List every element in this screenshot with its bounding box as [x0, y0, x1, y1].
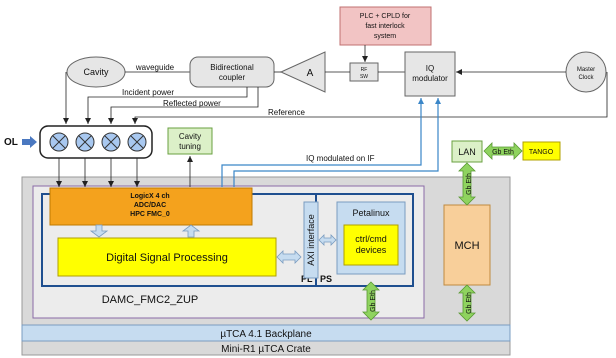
ps-label: PS: [320, 274, 332, 284]
lan: [451, 140, 483, 163]
logicx-line2: ADC/DAC: [134, 202, 166, 209]
incident-label: Incident power: [122, 88, 174, 97]
clock-line2: Clock: [578, 75, 594, 81]
lan-label: LAN: [458, 147, 476, 157]
tango-label: TANGO: [529, 149, 554, 156]
reference-line: [132, 72, 608, 124]
plc-line2: fast interlock: [365, 23, 405, 30]
dsp-axi-arrow: [276, 250, 302, 264]
mixer-group: [39, 125, 153, 159]
dsp-block: [57, 237, 277, 277]
tuning-line2: tuning: [179, 142, 201, 151]
bidirectional-coupler: [189, 56, 275, 88]
dsp-to-logicx-arrow: [181, 224, 201, 238]
tango: [522, 141, 561, 161]
logicx-line1: LogicX 4 ch: [130, 193, 169, 200]
logicx-adc-dac: [49, 187, 253, 226]
backplane: [21, 324, 511, 342]
reference-label: Reference: [268, 108, 305, 117]
mixer-3: [101, 132, 121, 152]
clock-line1: Master: [577, 67, 595, 73]
plc-line1: PLC + CPLD for: [360, 13, 411, 20]
rfsw-line1: RF: [361, 67, 368, 73]
ctrl-line2: devices: [356, 245, 387, 255]
mixer-4: [127, 132, 147, 152]
backplane-label: µTCA 4.1 Backplane: [220, 329, 312, 340]
lan-tango-gbeth-arrow: [483, 142, 523, 160]
tuning-line1: Cavity: [179, 132, 201, 141]
mixer-3-x2: [104, 135, 118, 149]
cavity-label: Cavity: [83, 67, 109, 77]
waveguide-label: waveguide: [135, 63, 175, 72]
iq-if-line-1: [221, 98, 424, 187]
mixer-2-x2: [78, 135, 92, 149]
ol-arrow: [22, 136, 37, 148]
reflected-label: Reflected power: [163, 99, 221, 108]
coupler-line2: coupler: [219, 73, 246, 82]
mixer-4-x2: [130, 135, 144, 149]
plc-line3: system: [374, 33, 396, 40]
lan-mch-gbeth-label: Gb Eth: [466, 173, 473, 195]
iq-if-label: IQ modulated on IF: [306, 154, 375, 163]
lan-tango-gbeth-label: Gb Eth: [492, 149, 514, 156]
board-gbeth-arrow: [362, 281, 380, 321]
cavity-tuning: [167, 127, 213, 155]
axi-label: AXI interface: [306, 214, 316, 266]
plc-cpld: [339, 6, 432, 46]
amplifier: [279, 51, 326, 93]
pl-label: PL: [301, 274, 313, 284]
board-gbeth-label: Gb Eth: [370, 290, 377, 312]
iq-line1: IQ: [426, 64, 434, 73]
iq-if-line-2: [233, 98, 441, 187]
mch-backplane-gbeth-label: Gb Eth: [466, 292, 473, 314]
axi-petalinux-arrow: [318, 234, 337, 246]
axi-interface: [303, 201, 319, 279]
logicx-to-dsp-arrow: [89, 224, 109, 238]
mch-label: MCH: [454, 240, 479, 252]
rfsw-line2: SW: [360, 74, 368, 80]
ctrl-cmd-devices: [343, 224, 399, 266]
petalinux-label: Petalinux: [352, 208, 390, 218]
ol-label: OL: [4, 137, 18, 148]
coupler-line1: Bidirectional: [210, 63, 254, 72]
crate-label: Mini-R1 µTCA Crate: [221, 344, 311, 355]
mixer-1-x2: [52, 135, 66, 149]
damc-label: DAMC_FMC2_ZUP: [102, 294, 199, 306]
incident-power-line: [85, 87, 248, 124]
mixer-1: [49, 132, 69, 152]
mixer-2: [75, 132, 95, 152]
iq-modulator: [404, 51, 456, 97]
amplifier-label: A: [307, 68, 314, 79]
reflected-power-line: [108, 87, 259, 124]
dsp-label: Digital Signal Processing: [106, 252, 228, 264]
lan-mch-gbeth-arrow: [458, 162, 476, 206]
iq-line2: modulator: [412, 74, 448, 83]
mch-backplane-gbeth-arrow: [458, 284, 476, 322]
ctrl-line1: ctrl/cmd: [355, 234, 387, 244]
logicx-line3: HPC FMC_0: [130, 211, 170, 218]
